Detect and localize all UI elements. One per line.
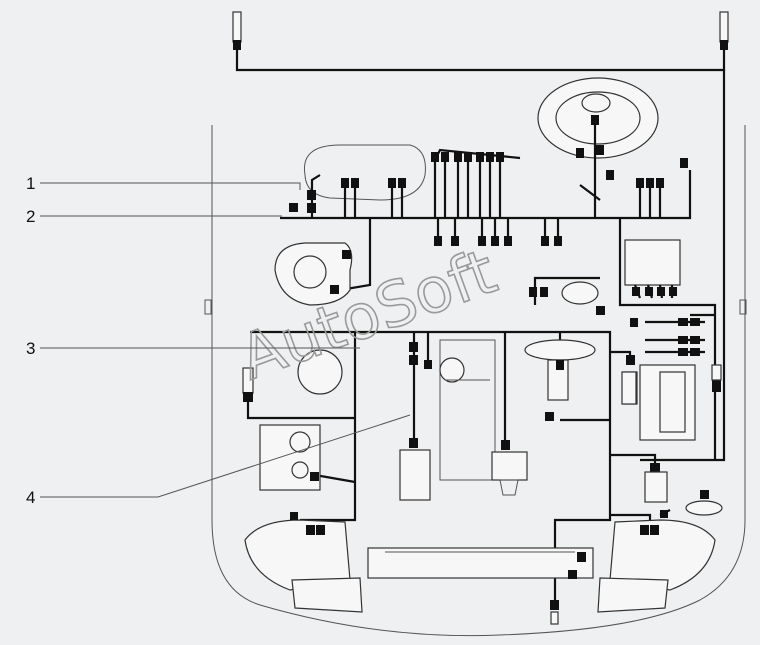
engine-sensors [399, 339, 723, 516]
callout-3: 3 [26, 339, 35, 358]
rear-antenna-harness [232, 11, 729, 462]
fuse-connectors [630, 318, 700, 356]
left-front-components [242, 349, 343, 491]
wiper-motor [529, 276, 605, 315]
main-harness-connectors [289, 115, 688, 246]
control-module [624, 239, 681, 299]
callout-2: 2 [26, 207, 35, 226]
heater-unit [274, 242, 353, 306]
callout-1: 1 [26, 174, 35, 193]
front-lights [244, 510, 716, 625]
callout-leaders [40, 182, 411, 498]
engine-block [439, 339, 496, 481]
car-body-outline [204, 125, 747, 637]
callout-4: 4 [26, 488, 35, 507]
instrument-panel [303, 144, 426, 201]
